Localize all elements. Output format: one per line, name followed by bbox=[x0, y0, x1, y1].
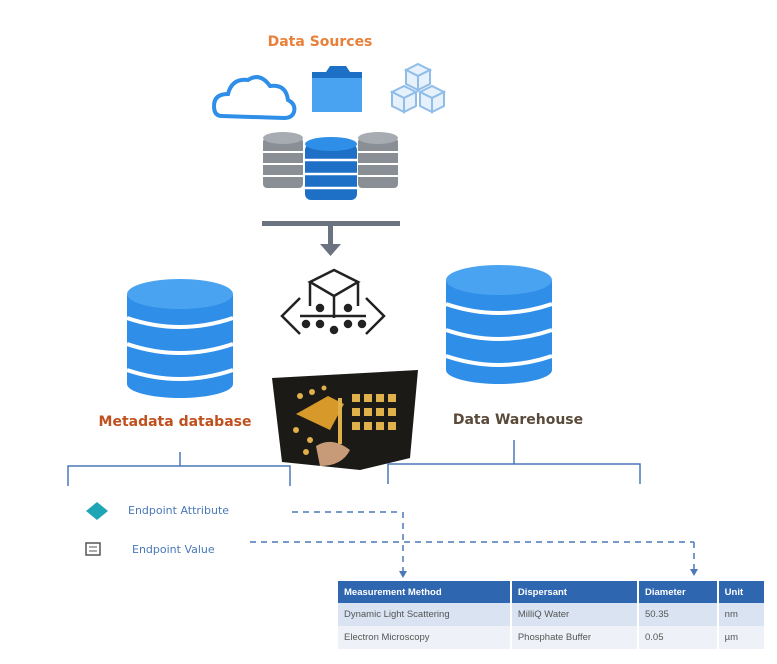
table-cell: MilliQ Water bbox=[510, 603, 639, 626]
table-row: Electron Microscopy Phosphate Buffer 0.0… bbox=[338, 626, 767, 649]
endpoint-attribute-label: Endpoint Attribute bbox=[128, 504, 230, 517]
table-cell: Phosphate Buffer bbox=[510, 626, 639, 649]
diamond-icon bbox=[86, 502, 108, 520]
table-cell: Electron Microscopy bbox=[338, 626, 512, 649]
column-header: Measurement Method bbox=[338, 581, 512, 603]
warehouse-bracket bbox=[387, 440, 641, 484]
column-header: Diameter bbox=[637, 581, 719, 603]
molecule-icon bbox=[280, 268, 386, 335]
value-box-icon bbox=[85, 542, 101, 556]
metadata-database-label: Metadata database bbox=[98, 414, 252, 430]
table-row: Dynamic Light Scattering MilliQ Water 50… bbox=[338, 603, 767, 626]
arrow-head-diameter bbox=[399, 571, 407, 578]
measurement-table: Measurement Method Dispersant Diameter U… bbox=[338, 581, 767, 649]
column-header: Dispersant bbox=[510, 581, 639, 603]
column-header: Unit bbox=[717, 581, 767, 603]
gray-database-icon-left bbox=[263, 132, 303, 188]
blue-database-icon-center bbox=[305, 137, 357, 200]
metadata-database-icon bbox=[126, 279, 234, 398]
table-cell: µm bbox=[717, 626, 767, 649]
arrow-head-unit bbox=[690, 569, 698, 576]
cloud-icon bbox=[211, 75, 297, 121]
table-cell: nm bbox=[717, 603, 767, 626]
circuit-hand-icon bbox=[272, 370, 418, 470]
table-cell: 50.35 bbox=[637, 603, 719, 626]
table-cell: 0.05 bbox=[637, 626, 719, 649]
endpoint-value-label: Endpoint Value bbox=[132, 543, 215, 556]
cubes-icon bbox=[389, 62, 447, 114]
metadata-bracket bbox=[67, 452, 291, 486]
data-warehouse-icon bbox=[445, 265, 553, 384]
table-cell: Dynamic Light Scattering bbox=[338, 603, 512, 626]
merge-arrow bbox=[262, 221, 400, 256]
data-sources-title: Data Sources bbox=[267, 34, 373, 50]
gray-database-icon-right bbox=[358, 132, 398, 188]
dashed-connectors bbox=[250, 511, 695, 572]
table-header-row: Measurement Method Dispersant Diameter U… bbox=[338, 581, 767, 603]
data-warehouse-label: Data Warehouse bbox=[452, 412, 584, 428]
folder-icon bbox=[312, 66, 362, 112]
